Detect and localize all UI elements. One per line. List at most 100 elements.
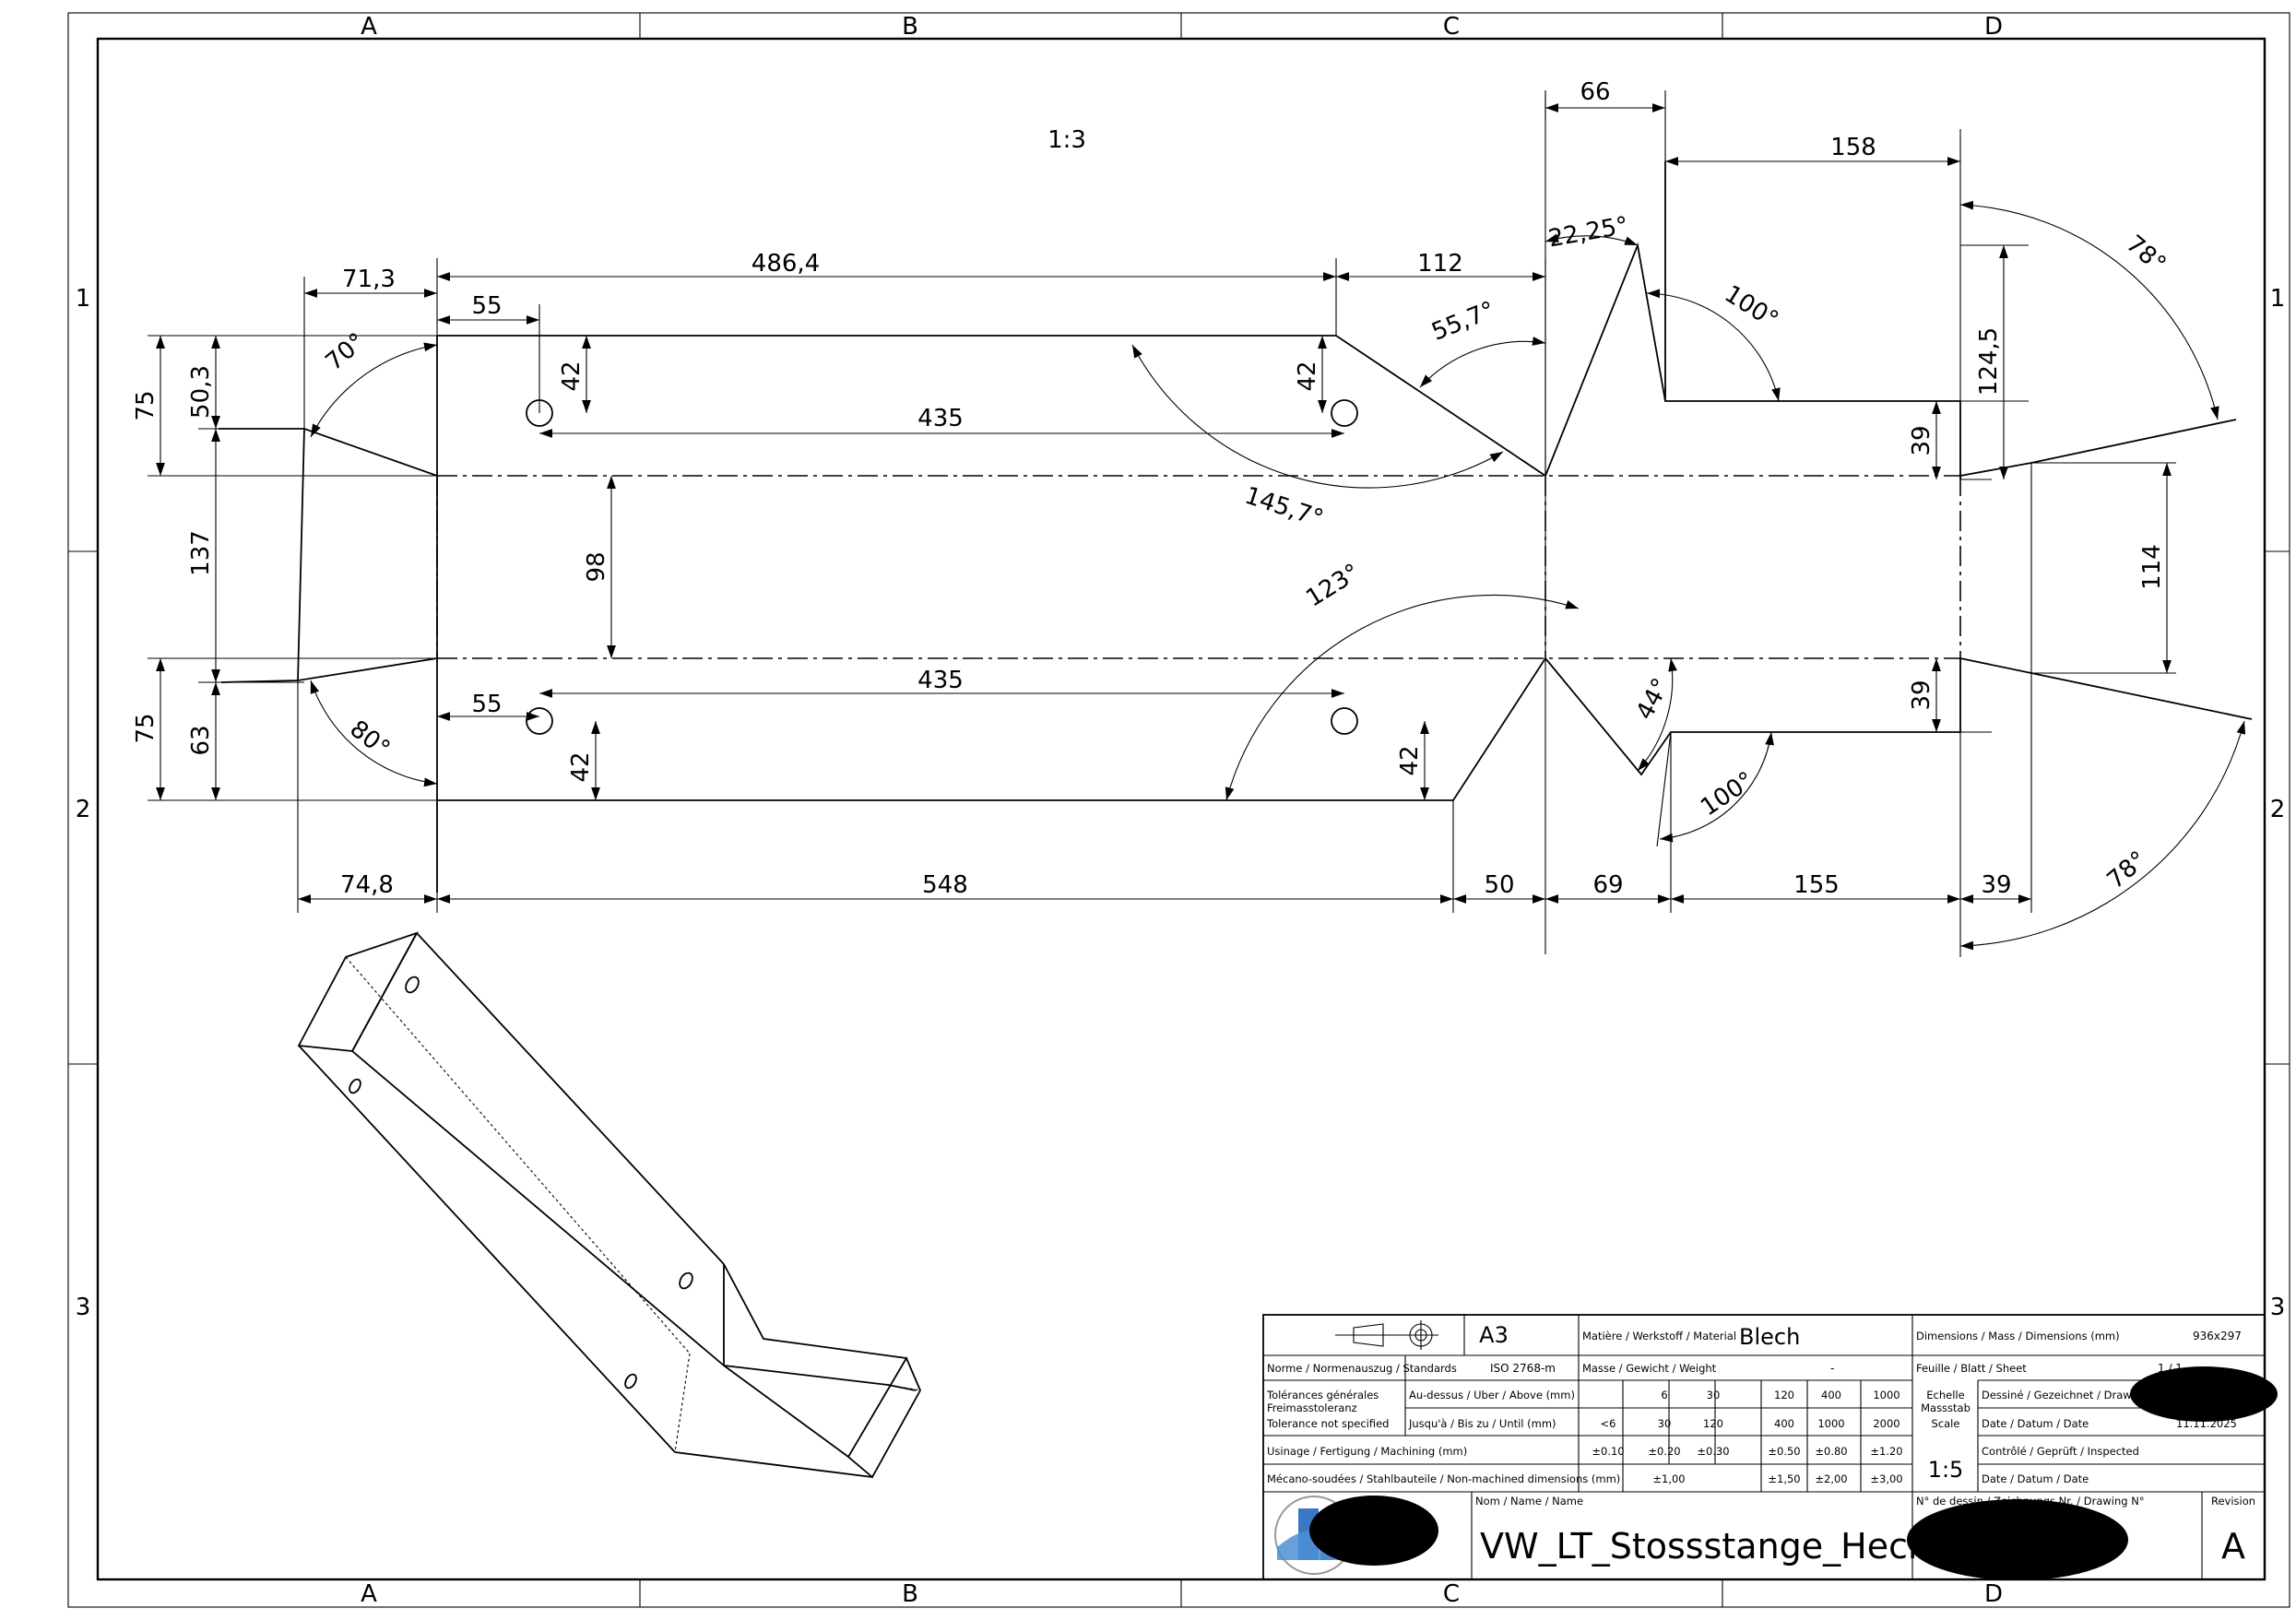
isometric-view: [297, 931, 922, 1479]
zone-row-3-left: 3: [76, 1294, 91, 1321]
weight-value: -: [1830, 1362, 1834, 1375]
dim-548: 548: [922, 871, 968, 899]
welded-value-1: ±1,00: [1652, 1472, 1685, 1485]
tolerance-label-2: Freimasstoleranz: [1267, 1401, 1357, 1414]
dim-66: 66: [1580, 78, 1610, 106]
hole-top-right: [1331, 399, 1358, 427]
above-value-1: 6: [1661, 1389, 1667, 1401]
redaction-mark: [2130, 1366, 2278, 1422]
zone-col-b-bottom: B: [902, 1580, 918, 1608]
zone-row-1-right: 1: [2270, 285, 2286, 313]
dim-124-5: 124,5: [1975, 327, 2003, 396]
angle-100-bottom: 100°: [1696, 766, 1759, 822]
until-value-5: 1000: [1817, 1417, 1844, 1430]
revision-label: Revision: [2211, 1495, 2255, 1508]
scale-label-1: Echelle: [1926, 1389, 1964, 1401]
extension-lines: [148, 90, 2176, 913]
dim-435-bottom: 435: [917, 667, 964, 694]
dim-39-c: 39: [1981, 871, 2011, 899]
hole-bottom-right: [1331, 707, 1358, 735]
until-value-6: 2000: [1873, 1417, 1900, 1430]
zone-col-a-top: A: [361, 13, 377, 41]
date-label: Date / Datum / Date: [1982, 1417, 2089, 1430]
sheet-frame: [67, 12, 2290, 1608]
until-value-1: <6: [1601, 1417, 1616, 1430]
dim-158: 158: [1830, 134, 1876, 161]
standard-value: ISO 2768-m: [1490, 1362, 1556, 1375]
redaction-mark: [1907, 1499, 2128, 1580]
zone-row-3-right: 3: [2270, 1294, 2286, 1321]
zone-row-2-left: 2: [76, 796, 91, 823]
above-value-3: 120: [1774, 1389, 1794, 1401]
scale-label-2: Massstab: [1921, 1401, 1971, 1414]
format-value: A3: [1479, 1322, 1509, 1348]
machining-value-1: ±0.10: [1592, 1445, 1624, 1458]
angle-22-25: 22,25°: [1546, 212, 1630, 254]
dim-137: 137: [187, 530, 215, 576]
dim-75-top: 75: [132, 390, 160, 420]
dim-114: 114: [2138, 544, 2166, 590]
above-value-4: 400: [1821, 1389, 1841, 1401]
dim-55-bottom: 55: [471, 691, 502, 718]
dim-98: 98: [583, 551, 610, 582]
zone-col-a-bottom: A: [361, 1580, 377, 1608]
dim-42-d: 42: [1396, 745, 1424, 775]
tolerance-label-1: Tolérances générales: [1266, 1389, 1379, 1401]
tolerance-label-3: Tolerance not specified: [1266, 1417, 1390, 1430]
angle-145-7: 145,7°: [1241, 482, 1326, 534]
angle-78-bottom: 78°: [2102, 846, 2153, 895]
angle-55-7: 55,7°: [1428, 296, 1499, 346]
dim-42-c: 42: [567, 751, 595, 782]
dim-75-bottom: 75: [132, 713, 160, 743]
drawn-label: Dessiné / Gezeichnet / Drawn: [1982, 1389, 2138, 1401]
zone-col-d-bottom: D: [1984, 1580, 2003, 1608]
dimensions-label: Dimensions / Mass / Dimensions (mm): [1916, 1330, 2120, 1342]
dim-39-a: 39: [1908, 425, 1935, 455]
zone-col-c-bottom: C: [1443, 1580, 1460, 1608]
until-label: Jusqu'à / Bis zu / Until (mm): [1408, 1417, 1556, 1430]
dimensions-value: 936x297: [2193, 1330, 2242, 1342]
dim-486-4: 486,4: [752, 250, 820, 278]
drawing-name: VW_LT_Stossstange_Heck: [1480, 1526, 1928, 1567]
inspected-label: Contrôlé / Geprüft / Inspected: [1982, 1445, 2139, 1458]
zone-row-1-left: 1: [76, 285, 91, 313]
hole-bottom-left: [526, 707, 553, 735]
dim-71-3: 71,3: [342, 266, 396, 293]
machining-value-2: ±0.20: [1648, 1445, 1680, 1458]
angle-arcs: [310, 200, 2246, 951]
until-value-4: 400: [1774, 1417, 1794, 1430]
machining-value-6: ±1.20: [1870, 1445, 1902, 1458]
dim-155: 155: [1793, 871, 1840, 899]
machining-value-3: ±0.30: [1697, 1445, 1729, 1458]
view-scale-label: 1:3: [1047, 126, 1086, 154]
dim-63: 63: [187, 725, 215, 755]
flat-pattern-outline: [219, 92, 2253, 957]
dim-69: 69: [1592, 871, 1623, 899]
dim-112: 112: [1417, 250, 1463, 278]
weight-label: Masse / Gewicht / Weight: [1582, 1362, 1717, 1375]
above-value-2: 30: [1707, 1389, 1721, 1401]
date-label-2: Date / Datum / Date: [1982, 1472, 2089, 1485]
dim-55-top: 55: [471, 292, 502, 320]
above-value-5: 1000: [1873, 1389, 1900, 1401]
dim-42-b: 42: [1294, 361, 1321, 391]
scale-label-3: Scale: [1932, 1417, 1960, 1430]
dim-50-3: 50,3: [187, 365, 215, 419]
zone-col-c-top: C: [1443, 13, 1460, 41]
title-block: A3 Matière / Werkstoff / Material Blech …: [1262, 1314, 2278, 1580]
zone-col-b-top: B: [902, 13, 918, 41]
zone-row-2-right: 2: [2270, 796, 2286, 823]
machining-label: Usinage / Fertigung / Machining (mm): [1267, 1445, 1467, 1458]
zone-col-d-top: D: [1984, 13, 2003, 41]
angle-80: 80°: [345, 715, 396, 763]
dim-74-8: 74,8: [340, 871, 394, 899]
until-value-3: 120: [1703, 1417, 1723, 1430]
dimension-lines: [156, 103, 2172, 904]
machining-value-5: ±0.80: [1815, 1445, 1847, 1458]
welded-label: Mécano-soudées / Stahlbauteile / Non-mac…: [1267, 1472, 1620, 1485]
bend-lines: [436, 475, 1961, 659]
dim-42-a: 42: [558, 361, 586, 391]
dim-50: 50: [1484, 871, 1514, 899]
angle-100-top: 100°: [1720, 280, 1783, 335]
